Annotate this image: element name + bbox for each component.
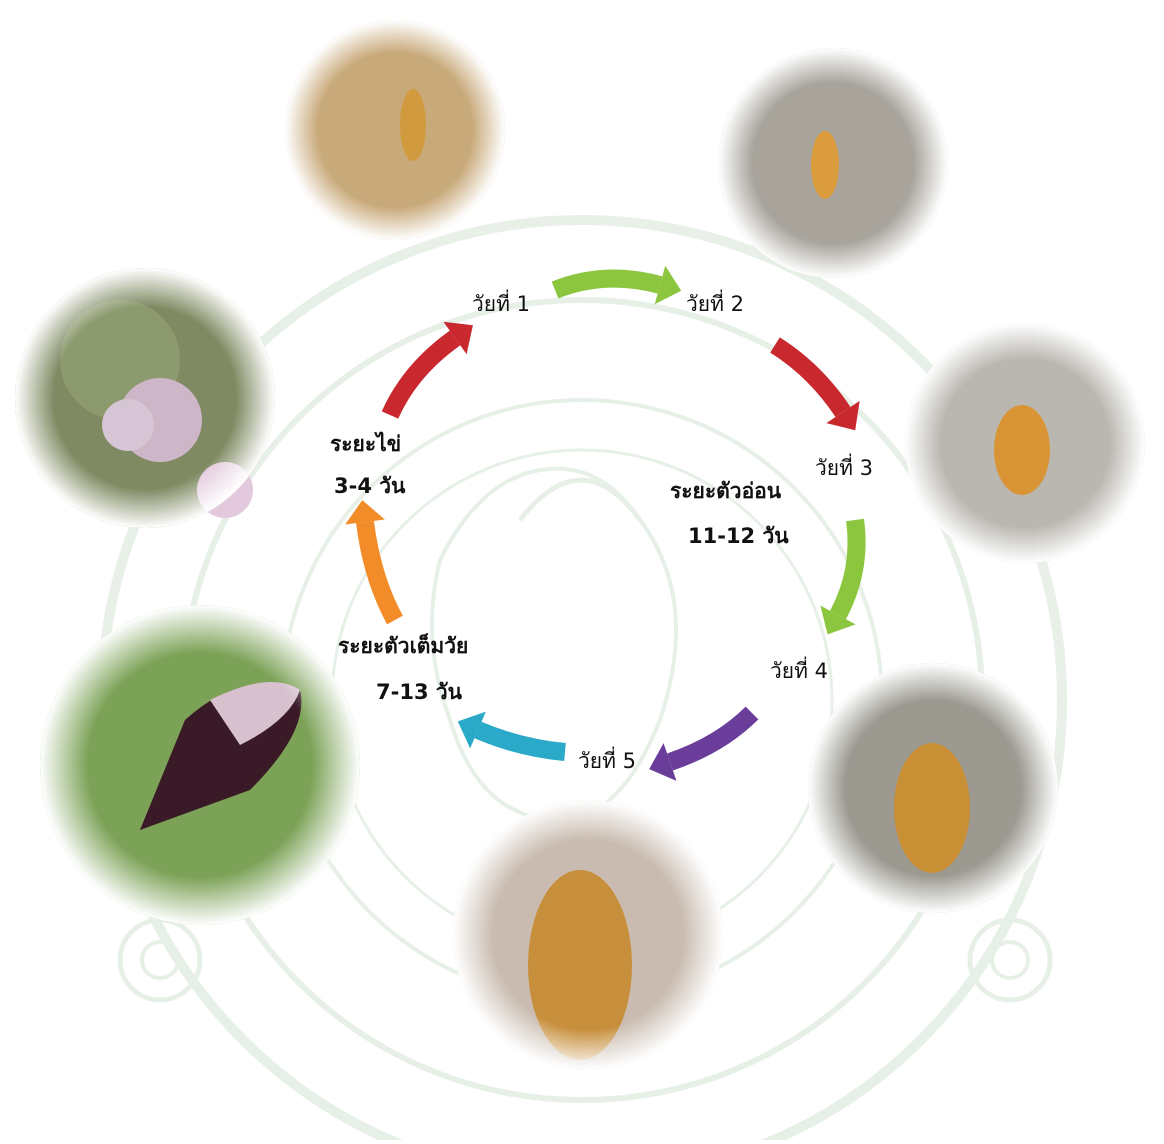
instar-5-photo [453, 800, 723, 1070]
instar-2-photo [718, 48, 948, 278]
egg-photo [15, 268, 275, 528]
adult-stage-duration: 7-13 วัน [376, 676, 462, 709]
instar-2-label: วัยที่ 2 [686, 288, 744, 321]
nymph-stage-duration: 11-12 วัน [688, 520, 789, 553]
instar-1-photo [285, 20, 505, 240]
nymph-stage-title: ระยะตัวอ่อน [670, 475, 781, 508]
instar-1-label: วัยที่ 1 [472, 288, 530, 321]
instar-3-label: วัยที่ 3 [815, 452, 873, 485]
arrow-adult-to-egg [365, 522, 395, 620]
instar-4-label: วัยที่ 4 [770, 655, 828, 688]
instar-5-label: วัยที่ 5 [578, 745, 636, 778]
arrow-instar-3-to-instar-4 [838, 520, 857, 615]
arrow-instar-4-to-instar-5 [670, 713, 752, 762]
adult-photo [40, 605, 360, 925]
egg-stage-duration: 3-4 วัน [334, 470, 405, 503]
egg-stage-title: ระยะไข่ [330, 428, 401, 461]
adult-stage-title: ระยะตัวเต็มวัย [338, 630, 468, 663]
arrow-egg-to-instar-1 [390, 338, 455, 415]
arrowhead-adult-to-egg [345, 500, 385, 524]
arrow-instar-1-to-instar-2 [555, 279, 660, 290]
instar-3-photo [905, 323, 1145, 563]
arrow-instar-2-to-instar-3 [775, 345, 843, 412]
arrow-instar-5-to-adult [478, 730, 565, 752]
instar-4-photo [808, 663, 1058, 913]
